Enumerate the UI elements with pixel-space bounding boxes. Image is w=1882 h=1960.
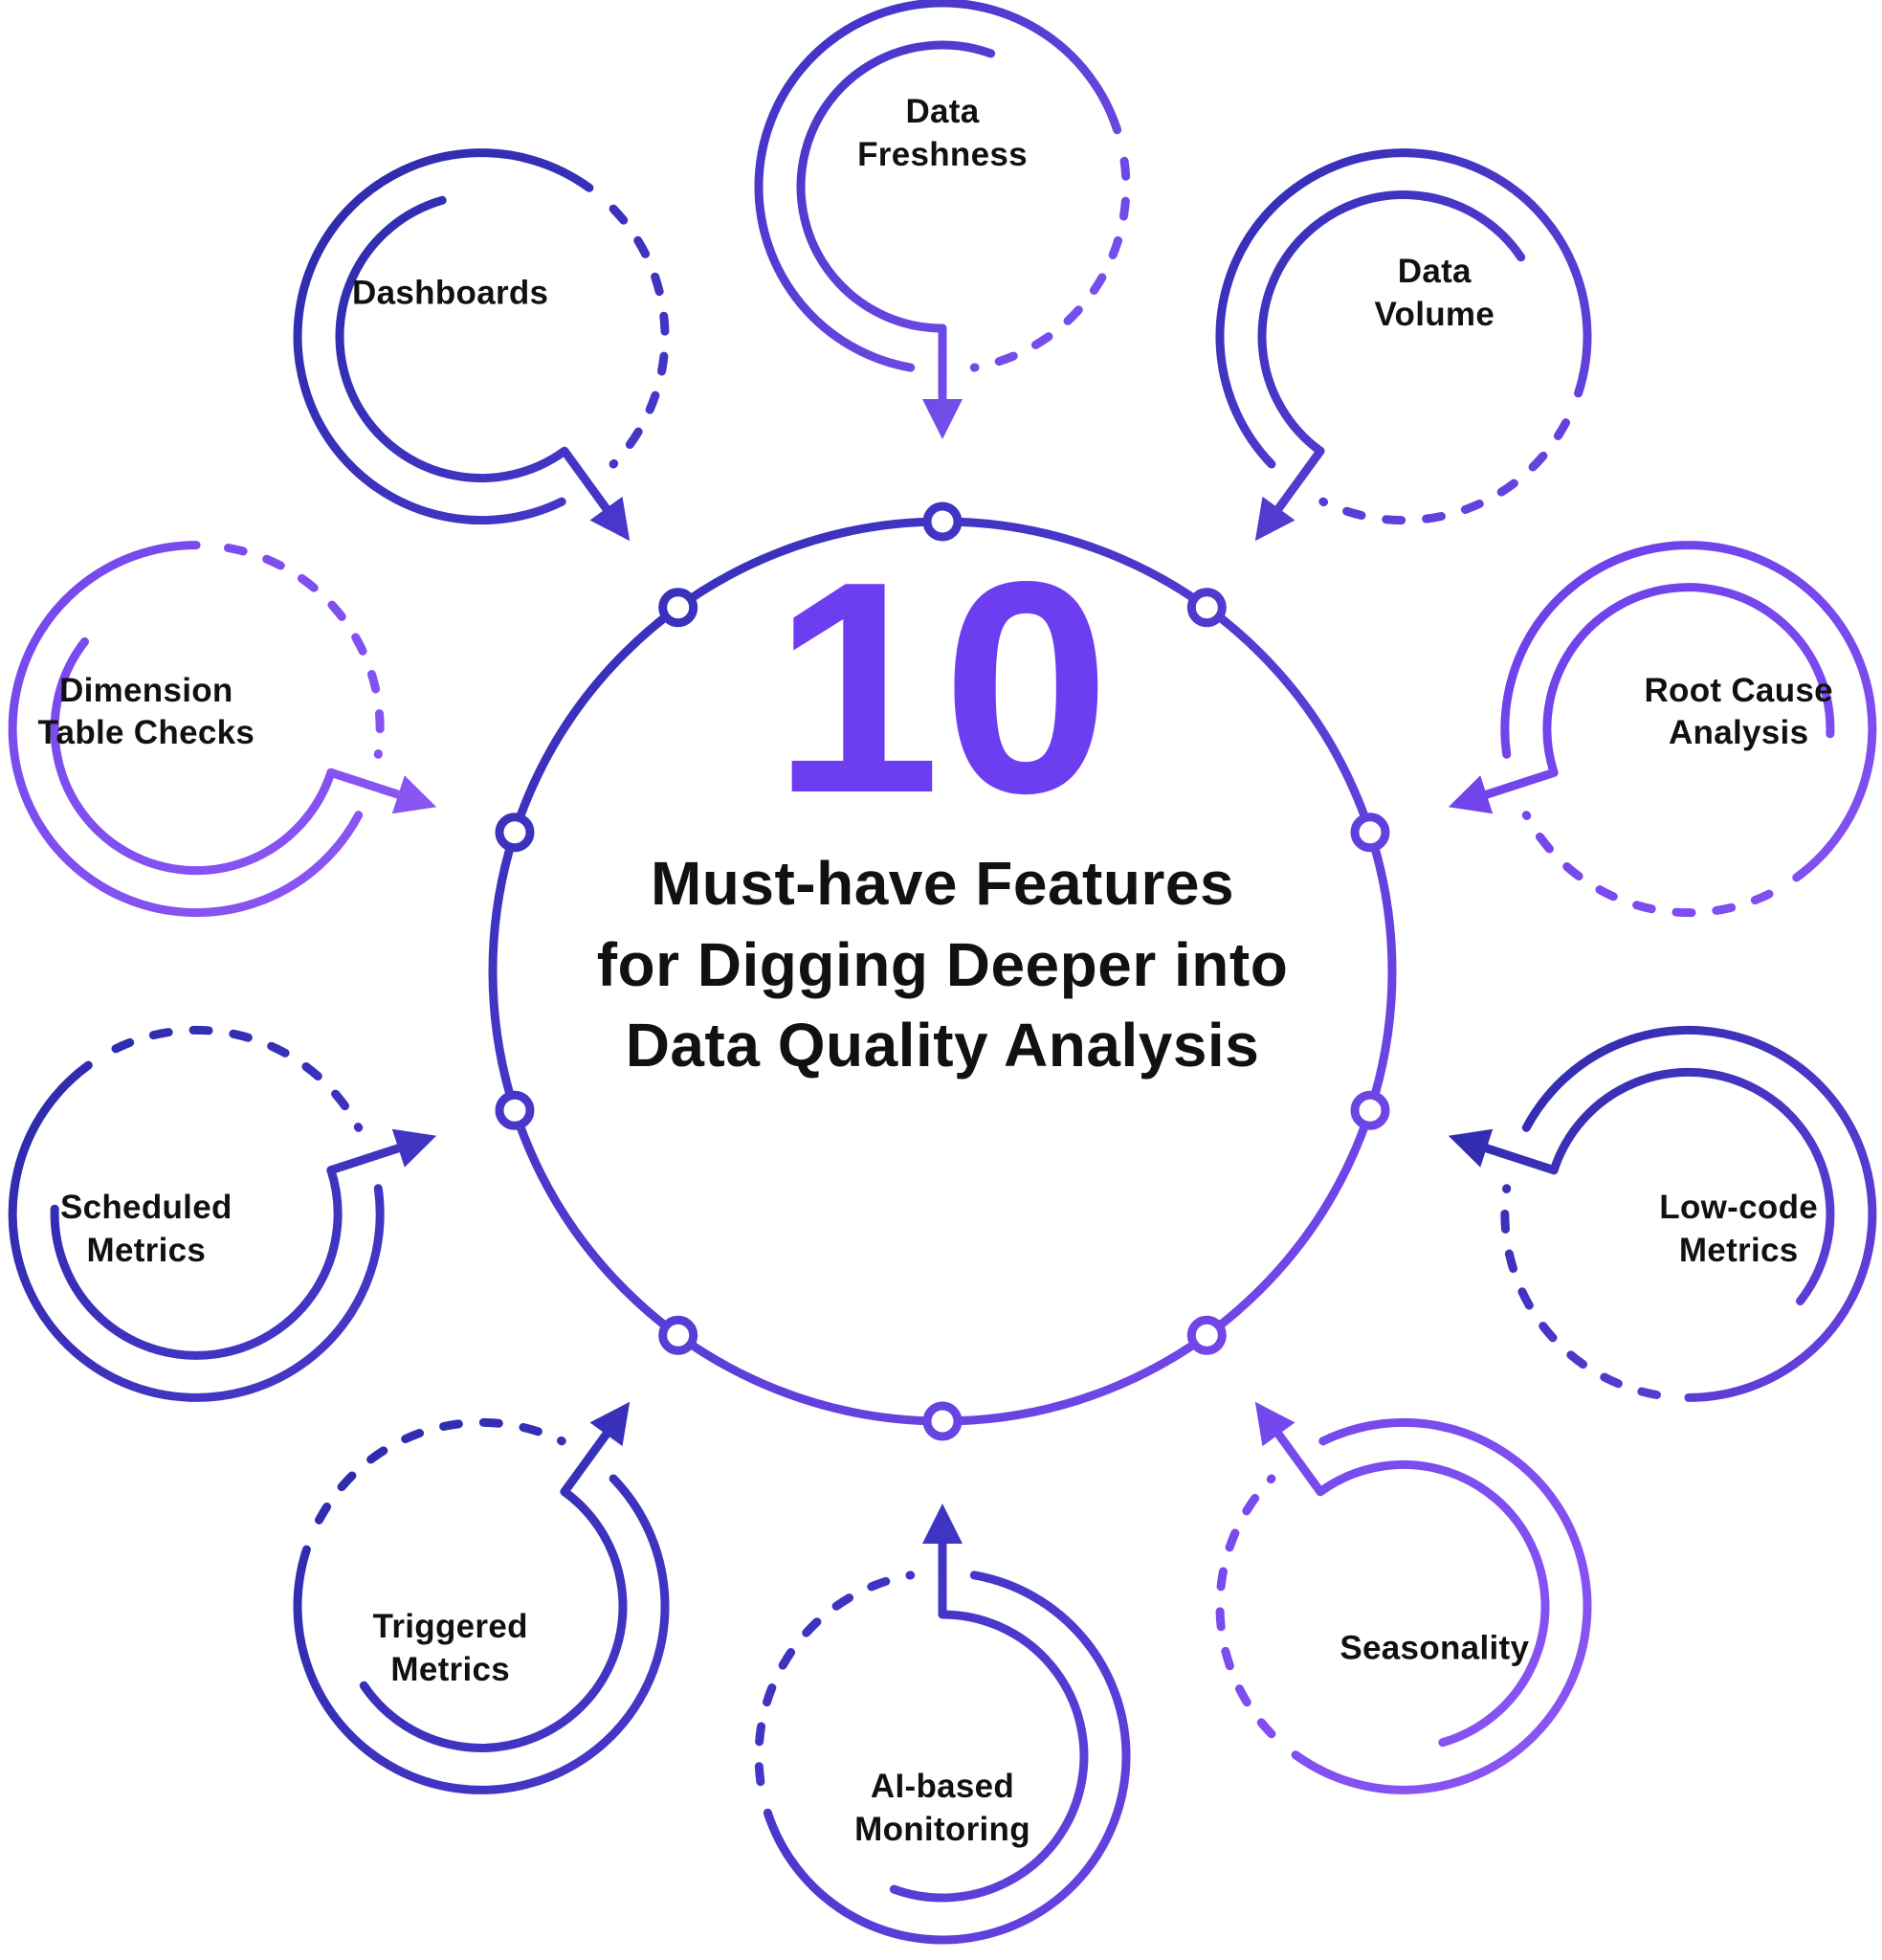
satellite-label-seasonality: Seasonality — [1340, 1629, 1530, 1667]
node-data-freshness — [922, 501, 963, 542]
satellite-label-low-code-metrics: Low-code Metrics — [1659, 1189, 1819, 1270]
node-low-code-metrics — [1350, 1090, 1390, 1130]
node-seasonality — [1186, 1315, 1227, 1355]
satellite-triggered-metrics — [293, 1401, 670, 1794]
arrow-tail-arc — [796, 40, 996, 333]
arrow-head — [589, 1401, 631, 1447]
satellite-data-freshness — [754, 0, 1131, 439]
satellite-label-scheduled-metrics: Scheduled Metrics — [59, 1189, 232, 1270]
arrow-tail-arc — [1549, 1067, 1835, 1305]
node-root-cause-analysis — [1350, 813, 1390, 853]
satellite-ring-dashed — [754, 1570, 916, 1787]
satellite-dashboards — [293, 148, 670, 542]
arrow-head — [1448, 775, 1494, 814]
satellite-ring-dashed — [224, 544, 385, 759]
satellite-label-dimension-table-checks: Dimension Table Checks — [37, 671, 255, 752]
center-number: 10 — [772, 519, 1113, 856]
center-title-group: 10 Must-have Features for Digging Deeper… — [416, 519, 1469, 1086]
satellite-ring-solid — [1215, 148, 1592, 469]
satellite-label-ai-based-monitoring: AI-based Monitoring — [854, 1768, 1030, 1848]
satellite-label-data-volume: Data Volume — [1374, 253, 1495, 334]
arrow-tail-arc — [50, 1166, 343, 1360]
arrow-line — [326, 1143, 405, 1175]
satellite-ai-based-monitoring — [754, 1503, 1131, 1945]
center-tagline: Must-have Features for Digging Deeper in… — [596, 849, 1289, 1080]
arrow-line — [560, 1428, 612, 1497]
satellite-ring-solid — [1500, 541, 1877, 882]
satellite-data-volume — [1215, 148, 1592, 542]
arrow-line — [326, 768, 405, 800]
satellite-ring-solid — [763, 1570, 1131, 1945]
arrow-line — [560, 446, 612, 515]
satellite-ring-dashed — [1318, 418, 1570, 525]
satellite-label-root-cause-analysis: Root Cause Analysis — [1644, 671, 1833, 752]
arrow-tail-arc — [335, 195, 569, 483]
node-triggered-metrics — [658, 1315, 698, 1355]
satellite-ring-solid — [8, 1060, 385, 1402]
arrow-head — [391, 1128, 437, 1168]
arrow-head — [391, 775, 437, 814]
satellite-ring-solid — [1291, 1417, 1592, 1794]
arrow-line — [1480, 1143, 1559, 1175]
node-scheduled-metrics — [495, 1090, 535, 1130]
node-dashboards — [658, 588, 698, 628]
arrow-tail-arc — [50, 637, 336, 876]
arrow-line — [1273, 446, 1325, 515]
arrow-line — [1273, 1428, 1325, 1497]
satellite-ring-dashed — [1521, 811, 1774, 918]
node-data-volume — [1186, 588, 1227, 628]
satellite-ring-dashed — [315, 1417, 566, 1525]
node-dimension-table-checks — [495, 813, 535, 853]
arrow-head — [922, 1503, 963, 1544]
satellite-label-dashboards: Dashboards — [352, 274, 549, 312]
satellite-ring-solid — [754, 0, 1122, 372]
arrow-tail-arc — [359, 1487, 628, 1752]
satellite-root-cause-analysis — [1448, 541, 1877, 918]
satellite-label-triggered-metrics: Triggered Metrics — [372, 1608, 528, 1688]
arrow-head — [589, 496, 631, 542]
satellite-ring-dashed — [969, 156, 1131, 372]
node-ai-based-monitoring — [922, 1401, 963, 1441]
satellite-ring-solid — [293, 1474, 670, 1794]
satellite-ring-dashed — [609, 204, 670, 469]
satellite-ring-dashed — [1500, 1184, 1661, 1399]
arrow-head — [1448, 1128, 1494, 1168]
satellite-ring-solid — [8, 541, 364, 918]
satellite-dimension-table-checks — [8, 541, 437, 918]
satellite-ring-dashed — [111, 1025, 364, 1132]
arrow-line — [1480, 768, 1559, 800]
satellite-seasonality — [1215, 1401, 1592, 1794]
arrow-tail-arc — [1316, 1459, 1550, 1748]
satellite-label-data-freshness: Data Freshness — [857, 93, 1028, 173]
arrow-head — [922, 399, 963, 439]
satellite-scheduled-metrics — [8, 1025, 437, 1402]
arrow-head — [1254, 496, 1295, 542]
satellite-ring-solid — [293, 148, 594, 525]
arrow-tail-arc — [1257, 190, 1526, 456]
satellite-ring-dashed — [1215, 1474, 1276, 1739]
satellite-low-code-metrics — [1448, 1025, 1877, 1402]
arrow-tail-arc — [889, 1610, 1089, 1903]
arrow-tail-arc — [1542, 583, 1835, 777]
arrow-head — [1254, 1401, 1295, 1447]
satellite-ring-solid — [1521, 1025, 1877, 1402]
